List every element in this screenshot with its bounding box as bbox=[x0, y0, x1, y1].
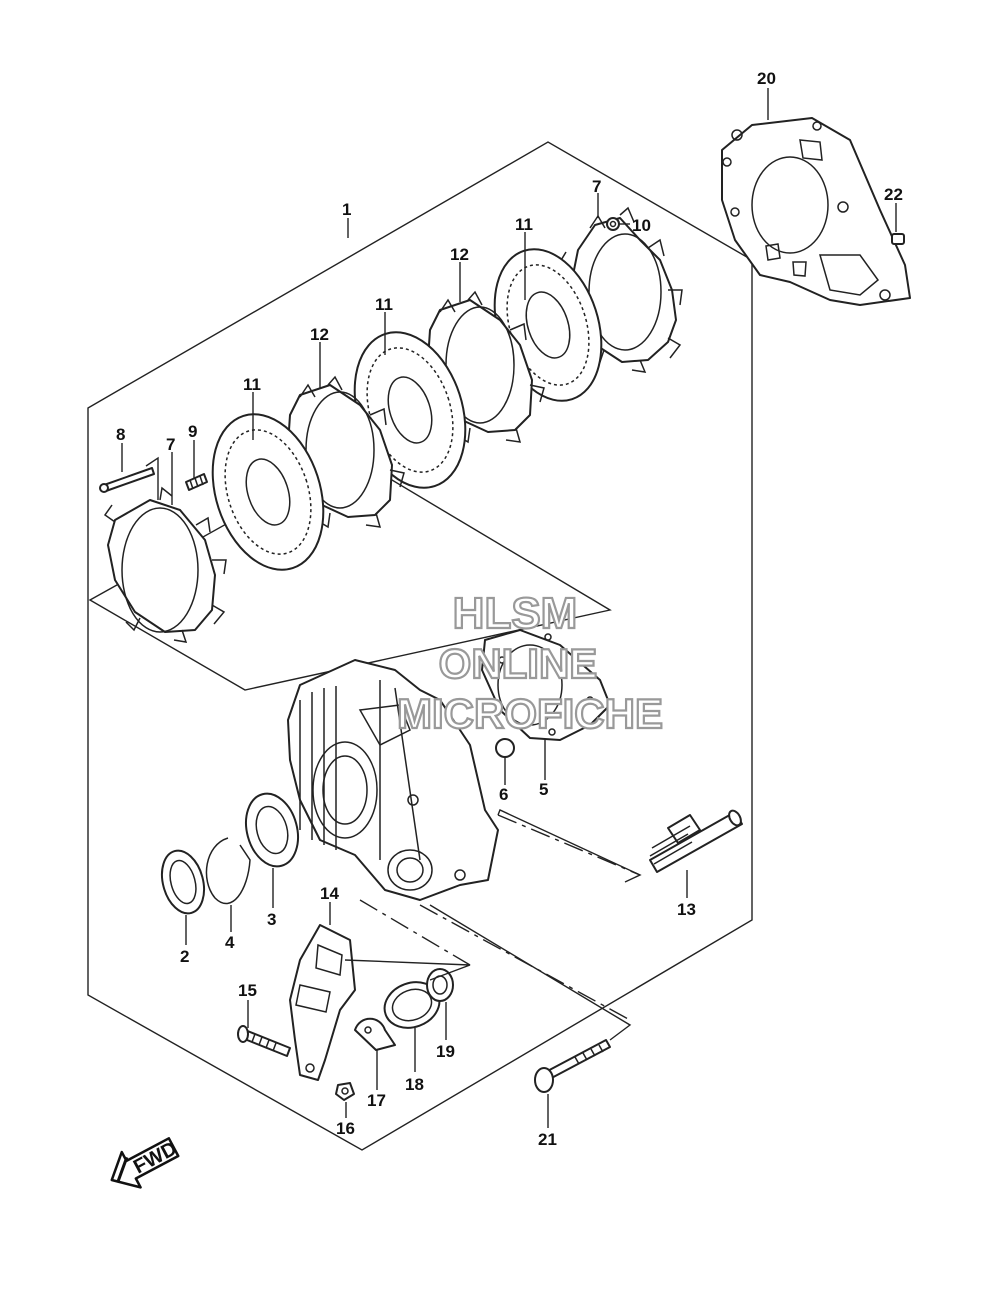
callout-10: 10 bbox=[632, 216, 651, 235]
washer-part-19 bbox=[426, 968, 454, 1002]
spring-part-9 bbox=[185, 473, 208, 491]
shaft-part-13 bbox=[649, 809, 743, 873]
callout-1: 1 bbox=[342, 200, 351, 219]
callout-12-lower: 12 bbox=[310, 325, 329, 344]
gasket-part-20 bbox=[721, 117, 911, 306]
callout-7-lower: 7 bbox=[166, 435, 175, 454]
leader-lines bbox=[121, 88, 897, 1128]
callout-8: 8 bbox=[116, 425, 125, 444]
callout-22: 22 bbox=[884, 185, 903, 204]
callout-11-middle: 11 bbox=[375, 295, 393, 314]
inner-dash-line-3 bbox=[497, 809, 642, 883]
oil-seal-part-2 bbox=[160, 849, 206, 915]
lever-part-14 bbox=[289, 924, 356, 1081]
callout-11-upper: 11 bbox=[515, 215, 533, 234]
callout-18: 18 bbox=[405, 1075, 424, 1094]
callout-21: 21 bbox=[538, 1130, 557, 1149]
assembly-boundary bbox=[87, 141, 753, 1151]
nut-part-16 bbox=[335, 1082, 355, 1101]
callout-13: 13 bbox=[677, 900, 696, 919]
lever-guide-line bbox=[344, 959, 471, 981]
watermark: HLSM ONLINE MICROFICHE bbox=[396, 588, 664, 738]
steel-plate-part-7-lower bbox=[103, 486, 227, 643]
circlip-part-4 bbox=[205, 837, 251, 905]
plate-part-17 bbox=[354, 1017, 396, 1051]
case-housing bbox=[287, 659, 499, 901]
inner-dash-line bbox=[497, 814, 641, 876]
fwd-label: FWD bbox=[130, 1138, 181, 1179]
pin-part-22 bbox=[891, 233, 905, 245]
callout-2: 2 bbox=[180, 947, 189, 966]
gasket-part-5 bbox=[481, 629, 611, 741]
pin-8-guide-line bbox=[145, 456, 159, 500]
callout-9: 9 bbox=[188, 422, 197, 441]
forward-arrow-icon: FWD bbox=[110, 1137, 181, 1189]
callout-6: 6 bbox=[499, 785, 508, 804]
callout-19: 19 bbox=[436, 1042, 455, 1061]
callout-20: 20 bbox=[757, 69, 776, 88]
callout-16: 16 bbox=[336, 1119, 355, 1138]
ball-part-10 bbox=[606, 217, 620, 231]
friction-disc-part-11-a bbox=[211, 413, 325, 571]
bolt-21-guide-line bbox=[429, 904, 632, 1041]
callout-3: 3 bbox=[267, 910, 276, 929]
callout-17: 17 bbox=[367, 1091, 386, 1110]
callout-5: 5 bbox=[539, 780, 548, 799]
watermark-line-3: MICROFICHE bbox=[397, 690, 663, 737]
watermark-line-1: HLSM bbox=[453, 589, 578, 638]
bolt-part-15 bbox=[237, 1025, 291, 1057]
callout-15: 15 bbox=[238, 981, 257, 1000]
ball-part-6 bbox=[495, 738, 515, 758]
callout-11-lower: 11 bbox=[243, 375, 261, 394]
bearing-part-3 bbox=[245, 792, 299, 868]
callout-4: 4 bbox=[225, 933, 235, 952]
bolt-part-21 bbox=[534, 1039, 611, 1093]
callout-14: 14 bbox=[320, 884, 339, 903]
pin-part-8 bbox=[99, 467, 155, 493]
callout-7-upper: 7 bbox=[592, 177, 601, 196]
callout-12-upper: 12 bbox=[450, 245, 469, 264]
watermark-line-2: ONLINE bbox=[439, 640, 598, 687]
